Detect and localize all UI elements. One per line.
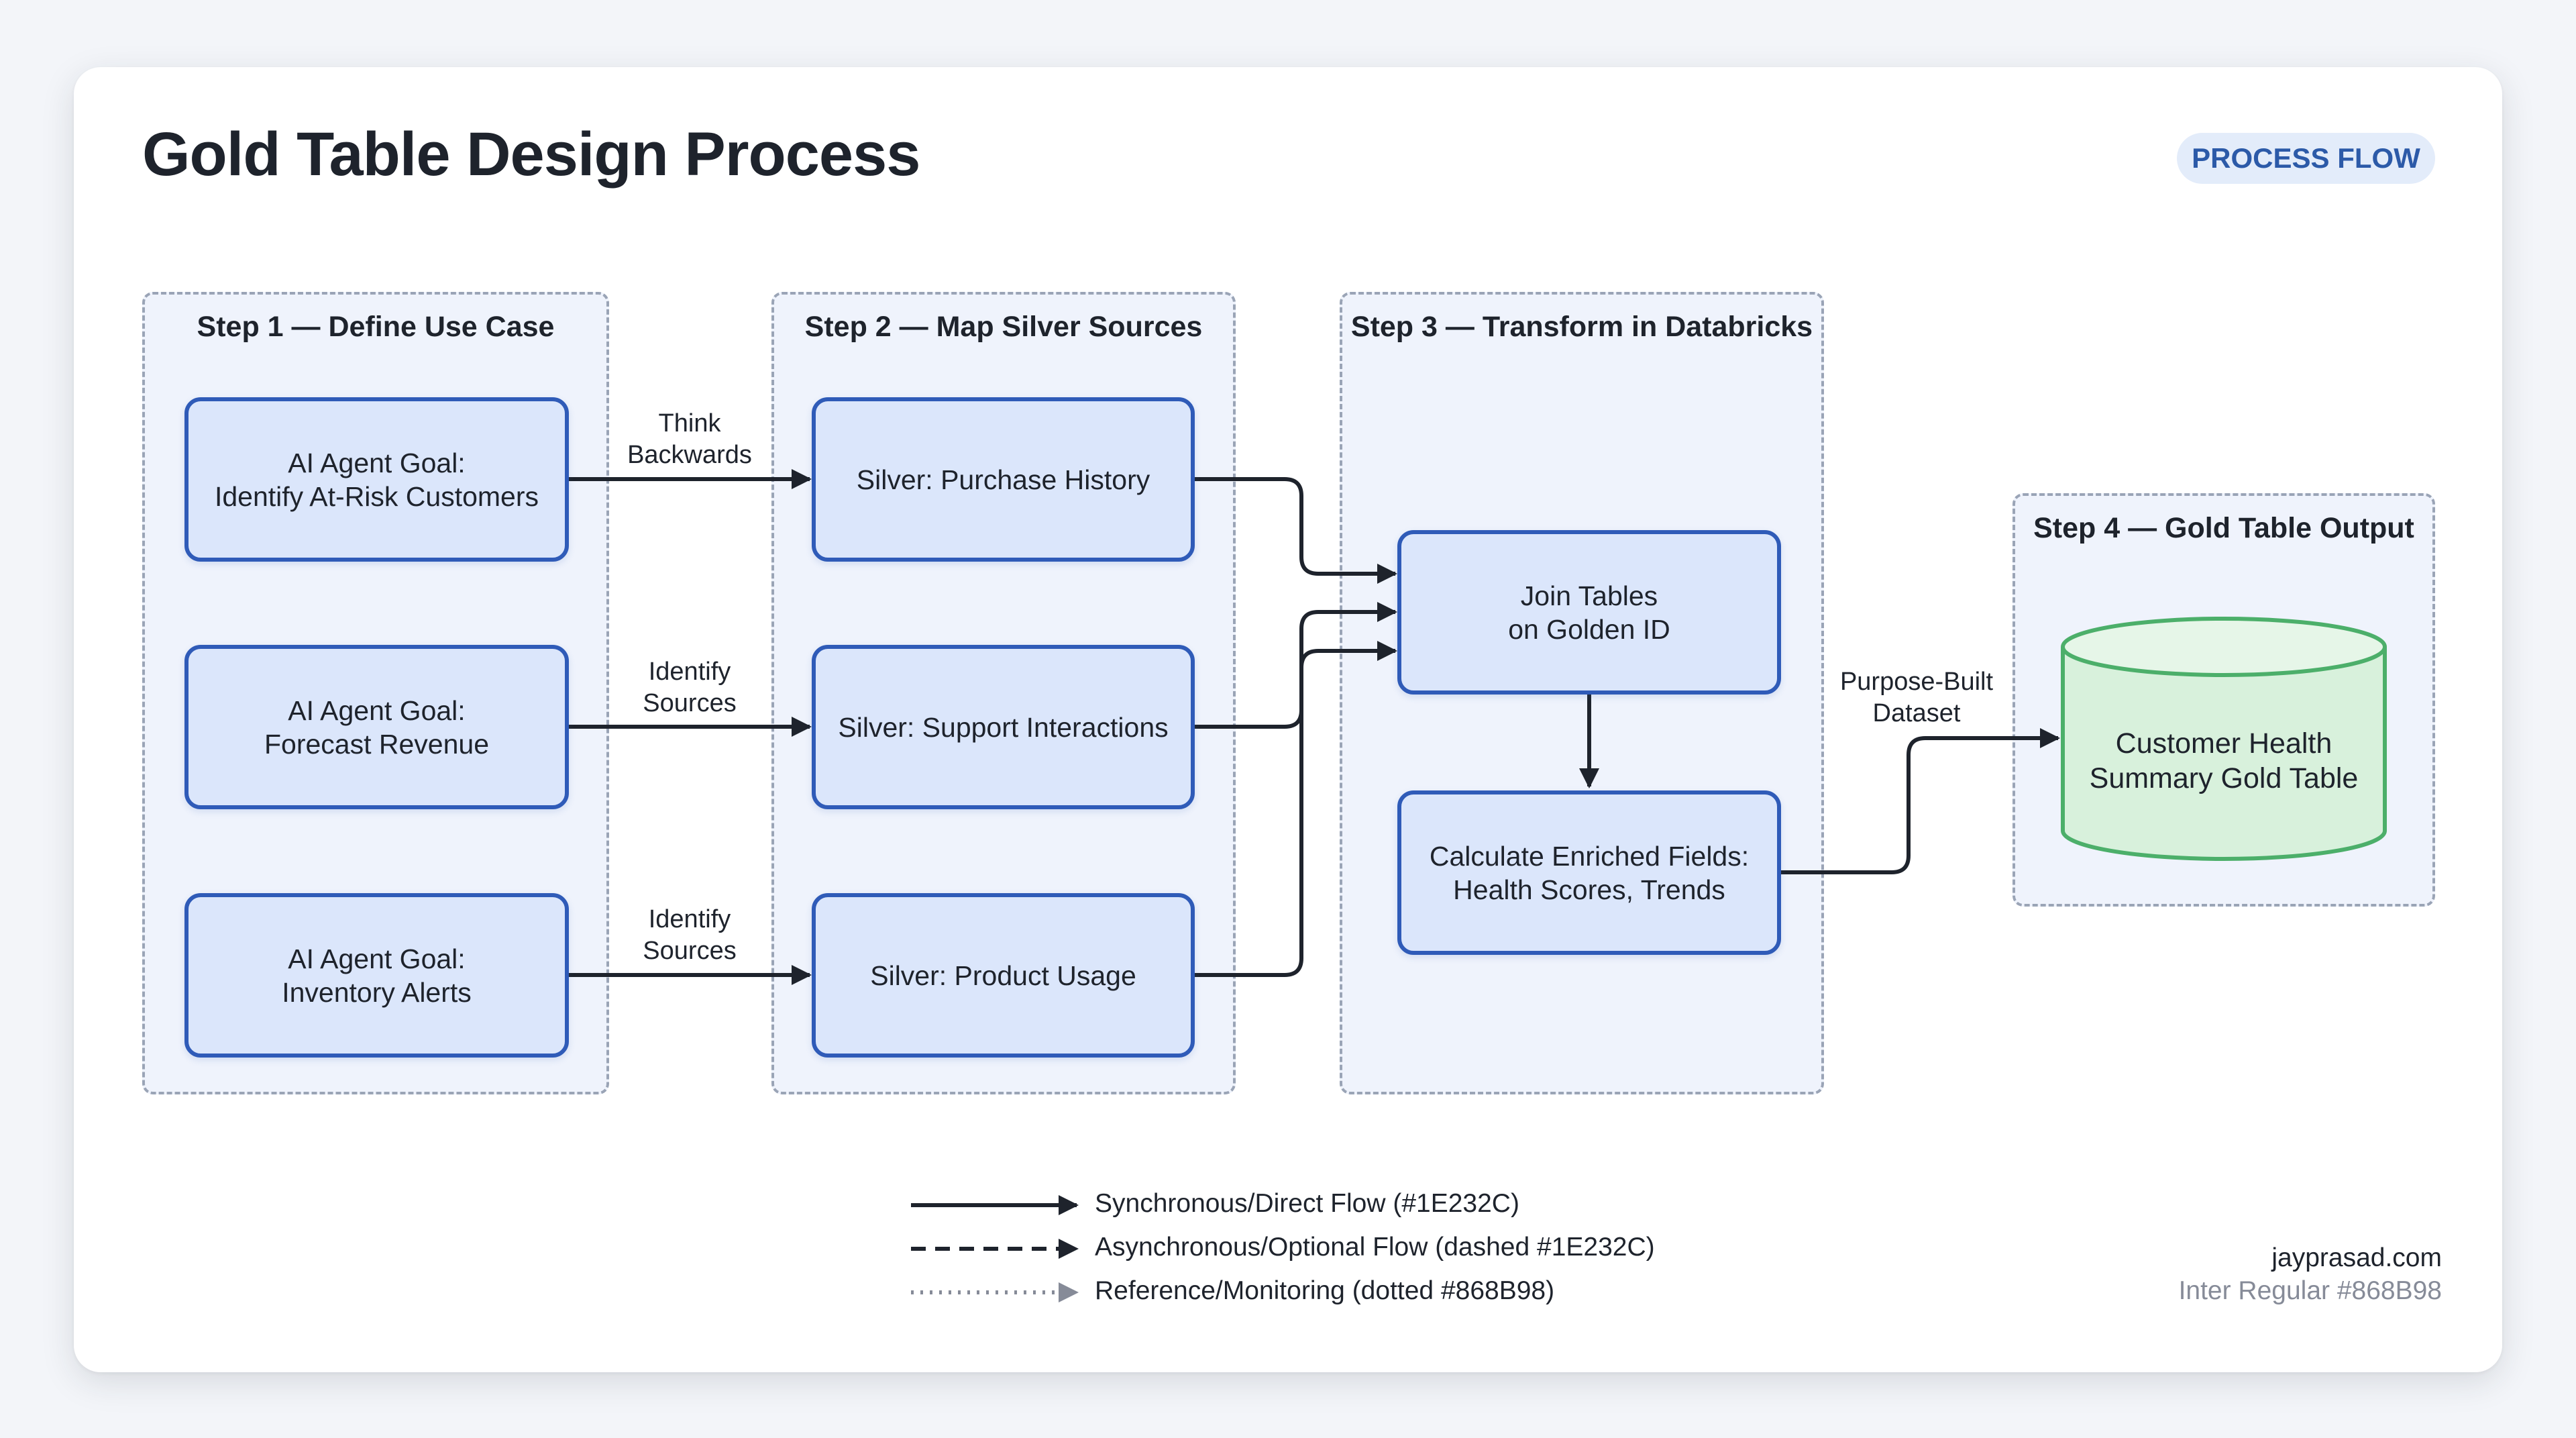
node-calculate-enriched-fields[interactable]: Calculate Enriched Fields: Health Scores…	[1397, 790, 1781, 955]
legend-dashed-label: Asynchronous/Optional Flow (dashed #1E23…	[1095, 1233, 1655, 1262]
edge-label-think-backwards: Think Backwards	[627, 409, 752, 469]
gold-table-label[interactable]: Customer Health Summary Gold Table	[2089, 727, 2359, 794]
edge-label-identify-sources-2: Identify Sources	[643, 905, 737, 965]
edge-label-identify-sources-1: Identify Sources	[643, 658, 737, 717]
group-step-2-title: Step 2 — Map Silver Sources	[804, 311, 1203, 343]
node-silver-purchase-history[interactable]: Silver: Purchase History	[812, 397, 1195, 562]
node-goal-forecast-revenue[interactable]: AI Agent Goal: Forecast Revenue	[184, 645, 569, 809]
process-flow-badge: PROCESS FLOW	[2177, 133, 2435, 184]
node-silver-product-usage[interactable]: Silver: Product Usage	[812, 893, 1195, 1058]
node-goal-at-risk-customers[interactable]: AI Agent Goal: Identify At-Risk Customer…	[184, 397, 569, 562]
group-step-4-title: Step 4 — Gold Table Output	[2033, 512, 2414, 544]
legend-dotted-label: Reference/Monitoring (dotted #868B98)	[1095, 1276, 1555, 1305]
footer-font-note: Inter Regular #868B98	[2178, 1276, 2442, 1305]
node-goal-inventory-alerts[interactable]: AI Agent Goal: Inventory Alerts	[184, 893, 569, 1058]
node-join-tables[interactable]: Join Tables on Golden ID	[1397, 530, 1781, 695]
node-silver-support-interactions[interactable]: Silver: Support Interactions	[812, 645, 1195, 809]
group-step-1-title: Step 1 — Define Use Case	[197, 311, 555, 343]
group-step-3-title: Step 3 — Transform in Databricks	[1350, 311, 1813, 343]
legend-solid-label: Synchronous/Direct Flow (#1E232C)	[1095, 1189, 1519, 1218]
footer-site: jayprasad.com	[2271, 1243, 2442, 1272]
group-step-4: Step 4 — Gold Table Output	[2012, 493, 2435, 907]
edge-label-purpose-built-dataset: Purpose-Built Dataset	[1839, 668, 1994, 727]
page-title: Gold Table Design Process	[142, 120, 920, 189]
